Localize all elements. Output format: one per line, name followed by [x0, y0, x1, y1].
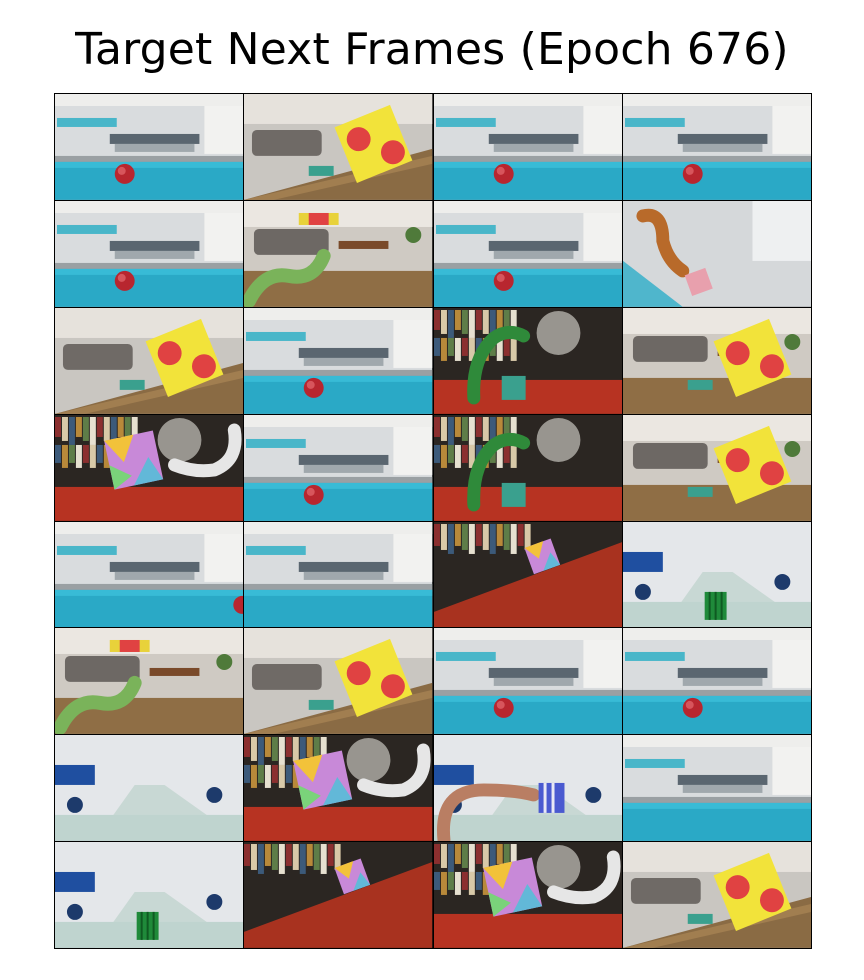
frame-image	[433, 307, 622, 414]
frame-image	[622, 200, 811, 307]
frame-tile-r8-c1	[55, 842, 244, 948]
frame-tile-r7-c2	[244, 735, 433, 842]
frame-image	[55, 842, 244, 948]
frame-image	[244, 735, 433, 842]
frame-tile-r4-c4	[622, 414, 811, 521]
frame-image	[622, 307, 811, 414]
frame-tile-r4-c2	[244, 414, 433, 521]
frame-image	[433, 414, 622, 521]
frame-image	[55, 200, 244, 307]
frame-image	[433, 521, 622, 628]
frame-tile-r3-c2	[244, 307, 433, 414]
frame-tile-r2-c2	[244, 200, 433, 307]
frame-tile-r2-c1	[55, 200, 244, 307]
frame-tile-r4-c3	[433, 414, 622, 521]
frame-tile-r1-c4	[622, 94, 811, 200]
frame-image	[622, 94, 811, 200]
frame-image	[622, 842, 811, 948]
figure-title: Target Next Frames (Epoch 676)	[75, 24, 789, 75]
frame-image	[622, 414, 811, 521]
frame-image	[622, 735, 811, 842]
frame-image	[433, 842, 622, 948]
frame-tile-r6-c1	[55, 628, 244, 735]
frame-image	[55, 521, 244, 628]
frame-tile-r1-c1	[55, 94, 244, 200]
frame-tile-r7-c4	[622, 735, 811, 842]
frame-grid	[54, 93, 812, 949]
frame-tile-r7-c1	[55, 735, 244, 842]
frame-image	[244, 628, 433, 735]
frame-image	[244, 200, 433, 307]
frame-image	[244, 94, 433, 200]
frame-image	[433, 735, 622, 842]
frame-tile-r2-c4	[622, 200, 811, 307]
frame-tile-r1-c3	[433, 94, 622, 200]
frame-image	[433, 200, 622, 307]
frame-image	[622, 628, 811, 735]
frame-tile-r6-c2	[244, 628, 433, 735]
frame-image	[244, 414, 433, 521]
frame-image	[55, 414, 244, 521]
frame-tile-r8-c4	[622, 842, 811, 948]
frame-image	[55, 94, 244, 200]
frame-tile-r4-c1	[55, 414, 244, 521]
frame-tile-r5-c2	[244, 521, 433, 628]
frame-image	[244, 842, 433, 948]
frame-tile-r5-c3	[433, 521, 622, 628]
frame-tile-r8-c3	[433, 842, 622, 948]
frame-image	[244, 521, 433, 628]
frame-image	[55, 307, 244, 414]
frame-image	[622, 521, 811, 628]
frame-tile-r3-c3	[433, 307, 622, 414]
frame-tile-r6-c4	[622, 628, 811, 735]
frame-image	[55, 735, 244, 842]
frame-tile-r5-c4	[622, 521, 811, 628]
frame-image	[244, 307, 433, 414]
frame-tile-r3-c4	[622, 307, 811, 414]
frame-image	[55, 628, 244, 735]
frame-tile-r5-c1	[55, 521, 244, 628]
frame-tile-r6-c3	[433, 628, 622, 735]
frame-tile-r3-c1	[55, 307, 244, 414]
frame-tile-r2-c3	[433, 200, 622, 307]
frame-tile-r1-c2	[244, 94, 433, 200]
frame-tile-r7-c3	[433, 735, 622, 842]
frame-image	[433, 94, 622, 200]
frame-tile-r8-c2	[244, 842, 433, 948]
frame-image	[433, 628, 622, 735]
